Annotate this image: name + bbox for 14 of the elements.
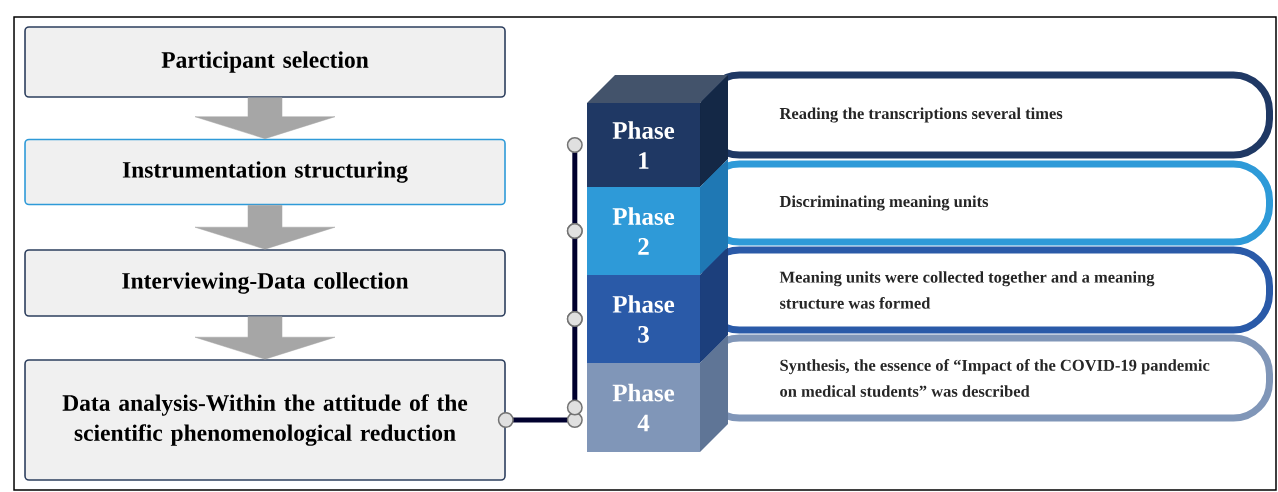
step-band: Reading the transcriptions several times [700, 71, 1273, 159]
down-arrow [194, 205, 336, 250]
connector-line [566, 311, 583, 416]
process-box: Participant selection [24, 26, 506, 98]
step-band: Meaning units were collected together and a meaning structure was formed [700, 246, 1273, 334]
process-box: Instrumentation structuring [24, 138, 506, 206]
process-box: Data analysis-Within the attitude of the scientific phenomenological reduction [24, 359, 506, 481]
process-box: Interviewing-Data collection [24, 249, 506, 317]
down-arrow [194, 316, 336, 360]
connector-line [497, 412, 583, 428]
phase-block: Phase 1 [587, 75, 728, 187]
step-band: Synthesis, the essence of “Impact of the COVID-19 pandemic on medical students” was described [700, 334, 1273, 422]
step-band: Discriminating meaning units [700, 160, 1273, 246]
down-arrow [194, 97, 336, 139]
